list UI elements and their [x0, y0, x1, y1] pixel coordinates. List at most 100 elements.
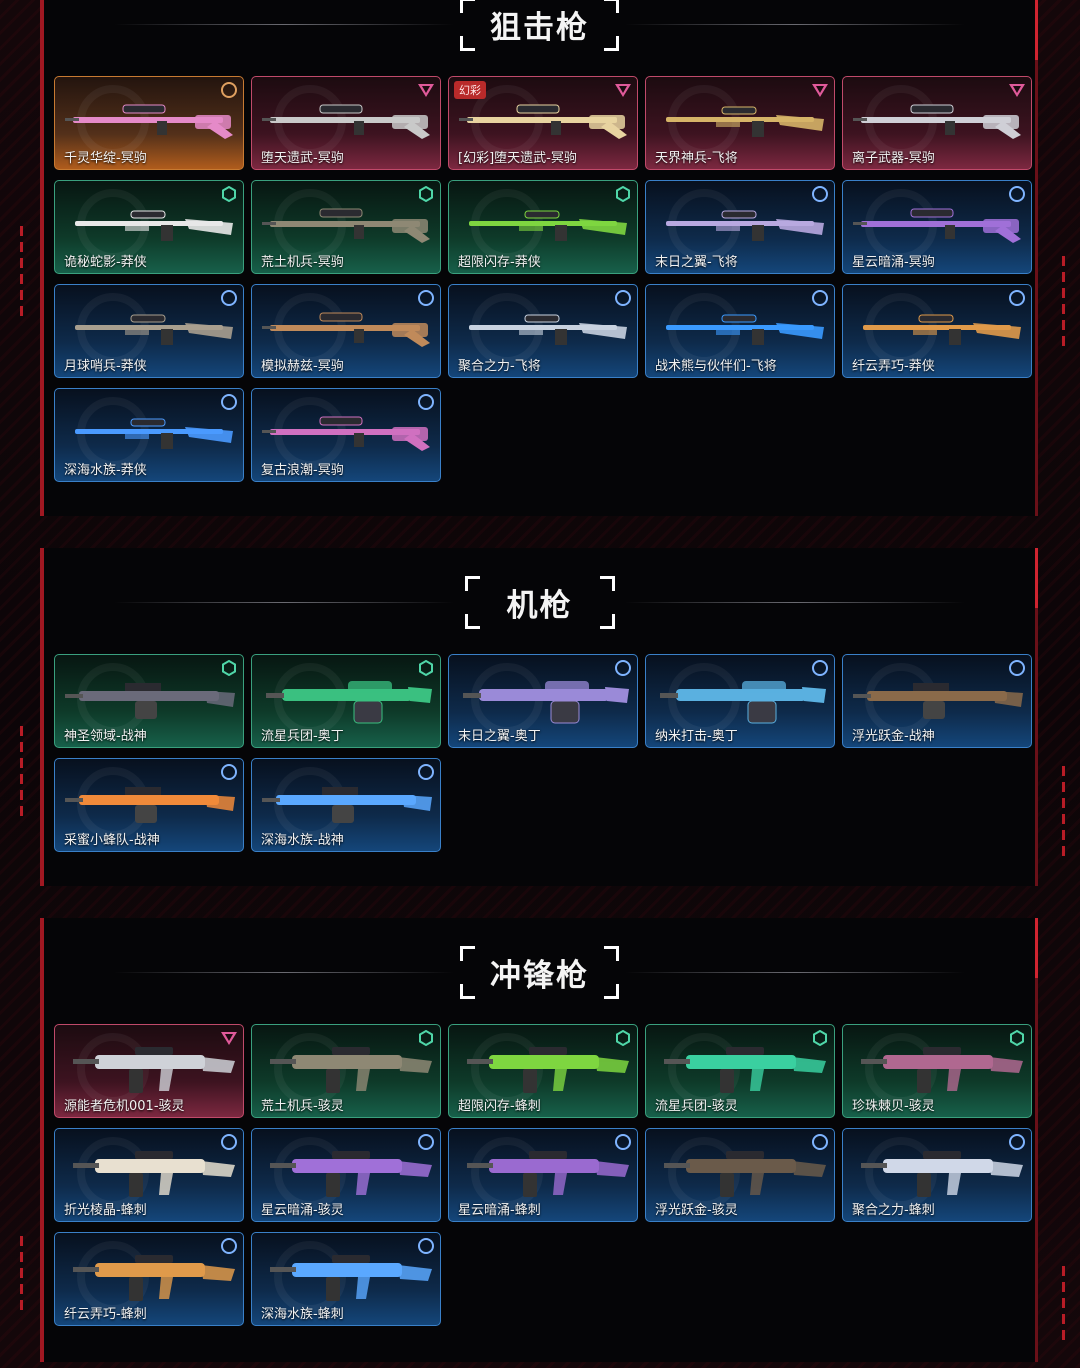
skin-name: 超限闪存-蜂刺 [458, 1099, 541, 1114]
skin-name: 千灵华绽-冥驹 [64, 151, 147, 166]
skin-card[interactable]: 珍珠棘贝-骇灵 [842, 1024, 1032, 1118]
skin-card[interactable]: 天界神兵-飞将 [645, 76, 835, 170]
skin-card[interactable]: 离子武器-冥驹 [842, 76, 1032, 170]
header-divider [114, 972, 454, 973]
hex-icon [419, 660, 433, 676]
rifle-weapon-icon [666, 210, 824, 241]
triangle-icon [418, 84, 434, 97]
skin-name: 星云暗涌-蜂刺 [458, 1203, 541, 1218]
skin-card[interactable]: 神圣领域-战神 [54, 654, 244, 748]
skin-card[interactable]: 复古浪潮-冥驹 [251, 388, 441, 482]
skin-name: 荒土机兵-骇灵 [261, 1099, 344, 1114]
rifle-weapon-icon [469, 314, 627, 345]
skin-card[interactable]: 折光棱晶-蜂刺 [54, 1128, 244, 1222]
skin-card[interactable]: 浮光跃金-骇灵 [645, 1128, 835, 1222]
ring-icon [812, 290, 828, 306]
ring-icon [1009, 186, 1025, 202]
ring-icon [615, 290, 631, 306]
rifle-weapon-icon [863, 314, 1021, 345]
skin-card[interactable]: 末日之翼-奥丁 [448, 654, 638, 748]
skin-name: 荒土机兵-冥驹 [261, 255, 344, 270]
skin-card[interactable]: 纳米打击-奥丁 [645, 654, 835, 748]
left-decor-marks [18, 1230, 24, 1316]
smg-weapon-icon [270, 1047, 432, 1093]
skin-card[interactable]: 战术熊与伙伴们-飞将 [645, 284, 835, 378]
skin-name: 末日之翼-奥丁 [458, 729, 541, 744]
skin-name: 深海水族-战神 [261, 833, 344, 848]
skin-name: 星云暗涌-冥驹 [852, 255, 935, 270]
skin-card[interactable]: 星云暗涌-蜂刺 [448, 1128, 638, 1222]
item-grid: 千灵华绽-冥驹 堕天遗武-冥驹 幻彩 [幻彩]堕天遗武-冥驹 [54, 76, 1032, 482]
ring-icon [418, 764, 434, 780]
skin-card[interactable]: 深海水族-蜂刺 [251, 1232, 441, 1326]
skin-name: 神圣领域-战神 [64, 729, 147, 744]
hex-icon [1010, 1030, 1024, 1046]
hex-icon [616, 186, 630, 202]
skin-name: 源能者危机001-骇灵 [64, 1099, 185, 1114]
skin-name: 纳米打击-奥丁 [655, 729, 738, 744]
skin-card[interactable]: 浮光跃金-战神 [842, 654, 1032, 748]
rifle-weapon-icon [75, 418, 233, 449]
skin-name: 聚合之力-飞将 [458, 359, 541, 374]
skin-card[interactable]: 深海水族-莽侠 [54, 388, 244, 482]
skin-card[interactable]: 深海水族-战神 [251, 758, 441, 852]
hex-icon [222, 660, 236, 676]
skin-name: 深海水族-莽侠 [64, 463, 147, 478]
skin-name: 折光棱晶-蜂刺 [64, 1203, 147, 1218]
ring-icon [1009, 290, 1025, 306]
smg-weapon-icon [664, 1047, 826, 1093]
ring-icon [1009, 1134, 1025, 1150]
skin-card[interactable]: 荒土机兵-冥驹 [251, 180, 441, 274]
right-decor-marks [1060, 760, 1066, 862]
rifle-weapon-icon [75, 210, 233, 241]
sniper-weapon-icon [262, 208, 430, 243]
skin-name: 复古浪潮-冥驹 [261, 463, 344, 478]
section-header: 冲锋枪 [44, 942, 1035, 1002]
skin-card[interactable]: 纤云弄巧-蜂刺 [54, 1232, 244, 1326]
skin-name: 战术熊与伙伴们-飞将 [655, 359, 777, 374]
skin-card[interactable]: 模拟赫兹-冥驹 [251, 284, 441, 378]
skin-card[interactable]: 采蜜小蜂队-战神 [54, 758, 244, 852]
smg-weapon-icon [861, 1047, 1023, 1093]
ring-icon [812, 660, 828, 676]
section-header: 机枪 [44, 572, 1035, 632]
skin-card[interactable]: 聚合之力-蜂刺 [842, 1128, 1032, 1222]
hex-icon [419, 186, 433, 202]
special-tag: 幻彩 [454, 81, 486, 99]
skin-card[interactable]: 纤云弄巧-莽侠 [842, 284, 1032, 378]
skin-card[interactable]: 千灵华绽-冥驹 [54, 76, 244, 170]
skin-name: 超限闪存-莽侠 [458, 255, 541, 270]
skin-name: 流星兵团-奥丁 [261, 729, 344, 744]
skin-name: 采蜜小蜂队-战神 [64, 833, 160, 848]
skin-card[interactable]: 源能者危机001-骇灵 [54, 1024, 244, 1118]
skin-card[interactable]: 聚合之力-飞将 [448, 284, 638, 378]
heavy-weapon-icon [660, 681, 826, 724]
smg-weapon-icon [73, 1047, 235, 1093]
skin-card[interactable]: 诡秘蛇影-莽侠 [54, 180, 244, 274]
skin-card[interactable]: 超限闪存-莽侠 [448, 180, 638, 274]
skin-card[interactable]: 星云暗涌-骇灵 [251, 1128, 441, 1222]
sniper-weapon-icon [65, 104, 233, 139]
skin-card[interactable]: 幻彩 [幻彩]堕天遗武-冥驹 [448, 76, 638, 170]
rifle-weapon-icon [469, 210, 627, 241]
item-grid: 神圣领域-战神 流星兵团-奥丁 末日之翼-奥丁 [54, 654, 1032, 852]
skin-name: 末日之翼-飞将 [655, 255, 738, 270]
skin-card[interactable]: 末日之翼-飞将 [645, 180, 835, 274]
section-title: 狙击枪 [490, 9, 589, 46]
skin-name: 珍珠棘贝-骇灵 [852, 1099, 935, 1114]
header-divider [625, 972, 965, 973]
skin-card[interactable]: 月球哨兵-莽侠 [54, 284, 244, 378]
skin-card[interactable]: 堕天遗武-冥驹 [251, 76, 441, 170]
ring-icon [418, 1238, 434, 1254]
skin-card[interactable]: 流星兵团-奥丁 [251, 654, 441, 748]
skin-card[interactable]: 超限闪存-蜂刺 [448, 1024, 638, 1118]
sniper-weapon-icon [262, 312, 430, 347]
skin-card[interactable]: 星云暗涌-冥驹 [842, 180, 1032, 274]
smg-weapon-icon [467, 1047, 629, 1093]
skin-name: 浮光跃金-战神 [852, 729, 935, 744]
mg-weapon-icon [65, 787, 235, 823]
skin-card[interactable]: 流星兵团-骇灵 [645, 1024, 835, 1118]
skin-card[interactable]: 荒土机兵-骇灵 [251, 1024, 441, 1118]
section-machine-gun: 机枪 神圣领域-战神 流星兵团-奥丁 [40, 548, 1038, 886]
hex-icon [616, 1030, 630, 1046]
